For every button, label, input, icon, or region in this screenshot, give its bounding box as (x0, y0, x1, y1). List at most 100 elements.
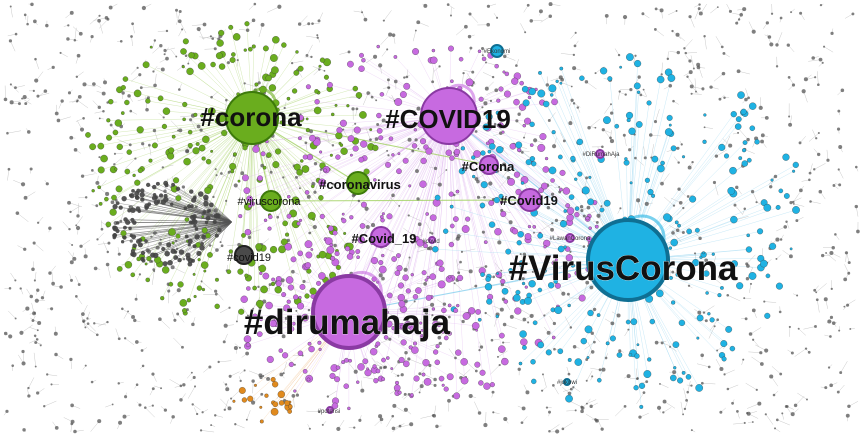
peripheral-edge (170, 120, 181, 131)
peripheral-node (431, 80, 435, 84)
peripheral-node (481, 230, 485, 234)
peripheral-node (558, 186, 561, 188)
cluster-node (544, 156, 549, 161)
cluster-node (247, 395, 254, 402)
cluster-node (559, 81, 563, 85)
cluster-node (770, 178, 774, 182)
peripheral-edge (694, 253, 697, 261)
peripheral-node (152, 70, 155, 73)
hairball-edge (134, 221, 233, 246)
peripheral-node (521, 406, 526, 411)
peripheral-node (363, 17, 368, 22)
peripheral-node (67, 91, 72, 95)
hairball-node (166, 242, 172, 248)
hub-node-covid19-lower (234, 245, 254, 265)
peripheral-edge (353, 10, 363, 13)
peripheral-node (457, 271, 461, 275)
peripheral-node (522, 317, 527, 322)
peripheral-node (743, 207, 747, 211)
cluster-node (318, 250, 327, 259)
peripheral-node (474, 130, 478, 133)
peripheral-node (600, 205, 603, 208)
peripheral-node (213, 47, 217, 51)
hairball-node (203, 194, 209, 201)
peripheral-edge (549, 424, 560, 432)
peripheral-node (529, 19, 533, 23)
peripheral-node (742, 7, 747, 12)
peripheral-node (764, 348, 769, 353)
cluster-node (702, 139, 707, 144)
hairball-node (140, 250, 146, 256)
peripheral-node (645, 380, 649, 384)
cluster-node (89, 143, 96, 151)
cluster-node (656, 289, 664, 298)
cluster-node (580, 337, 587, 345)
cluster-node (529, 143, 534, 147)
peripheral-node (509, 314, 514, 319)
peripheral-node (735, 185, 739, 190)
peripheral-node (548, 410, 551, 414)
peripheral-node (43, 89, 48, 93)
peripheral-node (34, 57, 37, 61)
cluster-node (718, 143, 726, 151)
cluster-node (500, 278, 506, 285)
cluster-node (681, 155, 686, 159)
cluster-node (557, 348, 564, 355)
cluster-node (528, 87, 536, 96)
cluster-node (574, 212, 580, 218)
peripheral-node (574, 409, 577, 412)
cluster-node (397, 293, 405, 302)
peripheral-edge (28, 377, 35, 389)
peripheral-node (755, 388, 758, 391)
cluster-node (275, 280, 282, 287)
peripheral-node (45, 23, 49, 28)
peripheral-node (627, 328, 630, 331)
cluster-node (347, 406, 351, 411)
cluster-node (420, 328, 424, 332)
cluster-node (403, 320, 412, 329)
cluster-node (471, 174, 476, 179)
hairball-node (171, 182, 176, 187)
hairball-node (112, 232, 117, 238)
peripheral-edge (448, 348, 456, 359)
peripheral-node (370, 223, 376, 228)
peripheral-node (712, 180, 717, 185)
cluster-node (413, 375, 420, 382)
peripheral-node (643, 156, 647, 160)
cluster-node (395, 380, 399, 385)
peripheral-node (36, 288, 40, 292)
peripheral-node (804, 347, 808, 350)
cluster-node (390, 367, 394, 370)
peripheral-node (755, 201, 758, 204)
cluster-node (425, 147, 433, 155)
peripheral-node (40, 296, 45, 300)
peripheral-node (95, 333, 99, 337)
cluster-node (498, 193, 504, 199)
cluster-node (193, 112, 198, 117)
peripheral-edge (90, 420, 100, 432)
peripheral-node (551, 222, 554, 225)
peripheral-node (279, 372, 284, 377)
peripheral-node (618, 90, 621, 93)
cluster-node (443, 335, 449, 341)
cluster-node (297, 302, 305, 310)
peripheral-node (540, 389, 544, 392)
peripheral-node (759, 362, 764, 366)
cluster-node (429, 273, 437, 280)
peripheral-node (585, 280, 590, 285)
cluster-node (517, 231, 524, 238)
cluster-node (527, 224, 532, 229)
peripheral-node (847, 404, 851, 409)
peripheral-node (208, 365, 212, 369)
cluster-node (493, 197, 500, 204)
peripheral-edge (520, 309, 532, 317)
cluster-node (581, 186, 590, 195)
hairball-node (194, 227, 199, 231)
cluster-node (446, 373, 454, 381)
peripheral-node (604, 13, 609, 18)
hub-label-corona-2: #Corona (462, 159, 516, 174)
peripheral-node (252, 307, 255, 310)
peripheral-edge (689, 16, 695, 28)
peripheral-edge (501, 169, 509, 179)
peripheral-node (567, 372, 571, 376)
